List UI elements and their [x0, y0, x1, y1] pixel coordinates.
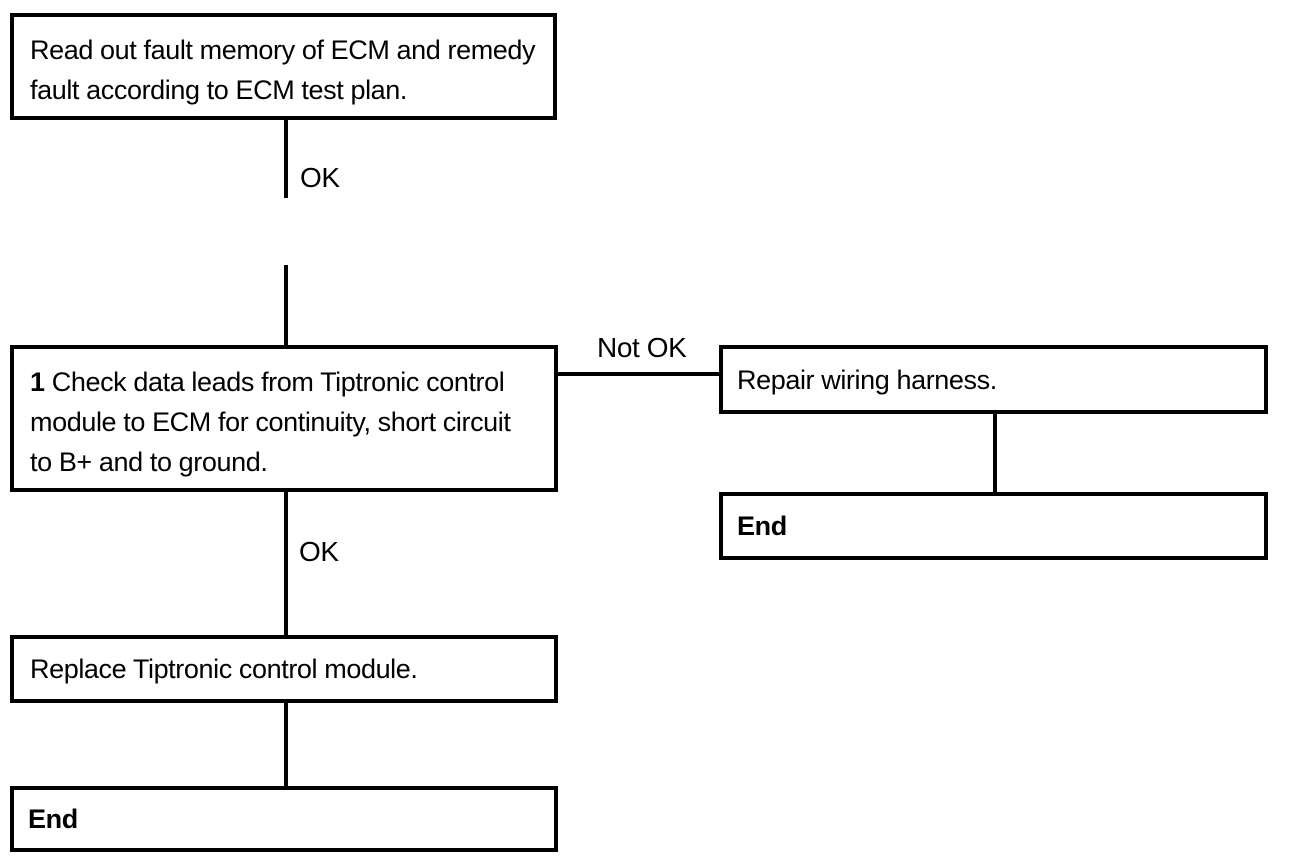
connector-vertical-ok — [284, 492, 288, 635]
node-text-line: fault according to ECM test plan. — [30, 75, 407, 105]
node-text-line: Replace Tiptronic control module. — [30, 654, 418, 684]
node-end-left: End — [10, 786, 558, 852]
node-read-fault-memory: Read out fault memory of ECM and remedy … — [10, 13, 557, 120]
node-text-line: to B+ and to ground. — [30, 447, 268, 477]
node-text-line: End — [28, 804, 78, 834]
connector-vertical-top-b — [284, 265, 288, 347]
node-end-right: End — [719, 492, 1268, 560]
edge-label-ok-bottom: OK — [299, 536, 339, 567]
node-text-segment: Check data leads from Tiptronic control — [51, 367, 505, 397]
node-text-line: Repair wiring harness. — [737, 364, 997, 395]
node-text-line: 1 Check data leads from Tiptronic contro… — [30, 362, 548, 402]
node-repair-wiring-harness: Repair wiring harness. — [719, 345, 1268, 414]
connector-vertical-top-a — [284, 120, 288, 198]
node-check-data-leads: 1 Check data leads from Tiptronic contro… — [10, 345, 558, 492]
node-text-line: Read out fault memory of ECM and remedy — [30, 35, 536, 65]
step-number: 1 — [30, 367, 45, 397]
node-text-line: module to ECM for continuity, short circ… — [30, 407, 511, 437]
connector-horizontal-not-ok — [558, 372, 719, 376]
edge-label-ok-top: OK — [300, 162, 340, 193]
edge-label-not-ok: Not OK — [597, 332, 687, 363]
connector-vertical-bottom — [284, 703, 288, 786]
node-text-line: End — [737, 511, 787, 541]
connector-vertical-right — [993, 414, 997, 492]
node-replace-control-module: Replace Tiptronic control module. — [10, 635, 558, 703]
